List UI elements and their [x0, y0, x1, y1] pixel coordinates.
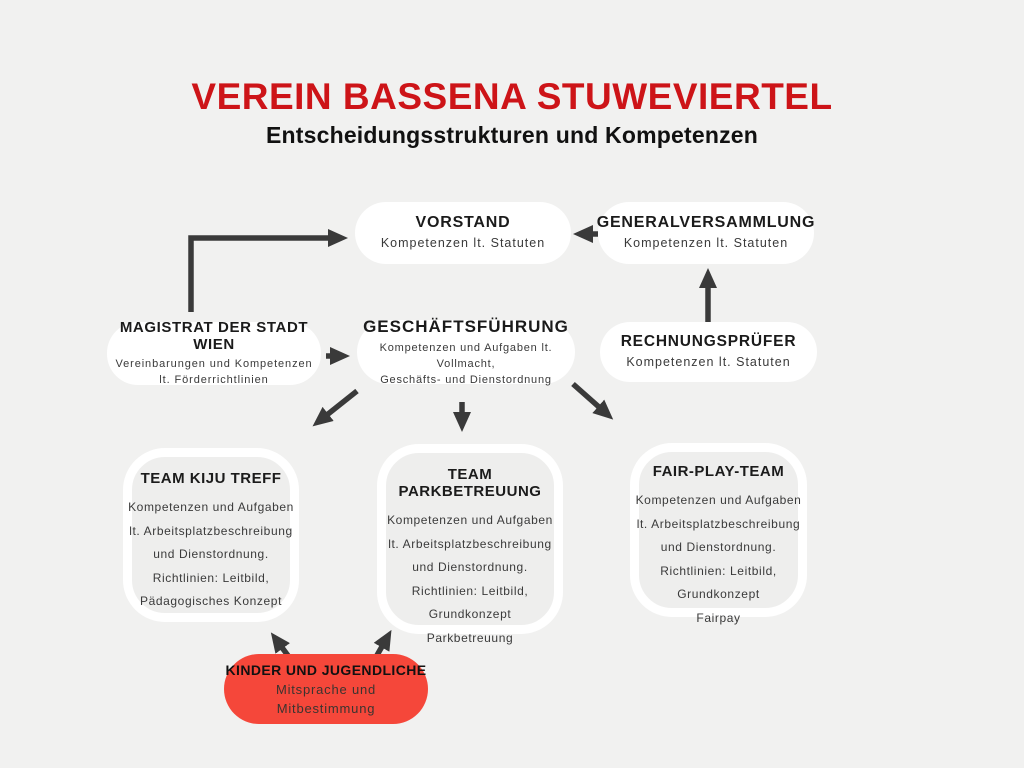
node-team-kiju-treff-line: Richtlinien: Leitbild,	[152, 570, 270, 585]
node-team-parkbetreuung-title: TEAM PARKBETREUUNG	[398, 466, 542, 500]
node-magistrat: MAGISTRAT DER STADT WIEN Vereinbarungen …	[107, 319, 321, 386]
node-fair-play-team-line: Fairpay	[696, 610, 741, 625]
node-rechnungspruefer-title: RECHNUNGSPRÜFER	[620, 333, 797, 350]
node-fair-play-team-title: FAIR-PLAY-TEAM	[652, 463, 785, 480]
node-team-parkbetreuung-line: lt. Arbeitsplatzbeschreibung	[388, 536, 552, 551]
node-team-parkbetreuung-line: und Dienstordnung.	[412, 560, 528, 574]
page-subtitle: Entscheidungsstrukturen und Kompetenzen	[265, 122, 759, 148]
node-geschaeftsfuehrung-line: Kompetenzen und Aufgaben lt. Vollmacht,	[379, 341, 553, 370]
node-team-parkbetreuung-line: Grundkonzept	[428, 607, 512, 621]
node-magistrat-title: MAGISTRAT DER STADT WIEN	[119, 319, 309, 353]
node-team-parkbetreuung-line: Kompetenzen und Aufgaben	[387, 513, 553, 527]
node-vorstand-line: Kompetenzen lt. Statuten	[380, 236, 546, 250]
node-fair-play-team-line: und Dienstordnung.	[660, 540, 777, 554]
node-team-kiju-treff-line: Pädagogisches Konzept	[139, 594, 283, 608]
node-fair-play-team-line: Grundkonzept	[677, 587, 760, 601]
node-fair-play-team-line: Richtlinien: Leitbild,	[660, 563, 777, 578]
node-vorstand: VORSTAND Kompetenzen lt. Statuten	[355, 202, 571, 264]
node-team-parkbetreuung-line: Parkbetreuung	[426, 630, 514, 645]
node-kinder-und-jugendliche-title: KINDER UND JUGENDLICHE	[225, 661, 427, 678]
node-rechnungspruefer-line: Kompetenzen lt. Statuten	[626, 355, 791, 369]
node-kinder-und-jugendliche-line: Mitsprache und	[275, 681, 377, 697]
node-geschaeftsfuehrung-title: GESCHÄFTSFÜHRUNG	[363, 316, 569, 336]
node-geschaeftsfuehrung-line: Geschäfts- und Dienstordnung	[380, 373, 552, 386]
node-magistrat-line: Vereinbarungen und Kompetenzen	[115, 358, 313, 370]
node-team-kiju-treff-line: Kompetenzen und Aufgaben	[128, 500, 294, 514]
node-generalversammlung-title: GENERALVERSAMMLUNG	[596, 214, 816, 231]
node-fair-play-team-line: Kompetenzen und Aufgaben	[635, 493, 802, 507]
node-kinder-und-jugendliche-line: Mitbestimmung	[276, 701, 376, 716]
node-generalversammlung: GENERALVERSAMMLUNG Kompetenzen lt. Statu…	[596, 202, 816, 264]
arrow-magistrat-to-vorstand	[188, 229, 348, 312]
node-geschaeftsfuehrung: GESCHÄFTSFÜHRUNG Kompetenzen und Aufgabe…	[357, 316, 575, 386]
page-title: VEREIN BASSENA STUWEVIERTEL	[191, 76, 833, 117]
node-team-parkbetreuung-line: Richtlinien: Leitbild,	[411, 583, 529, 598]
node-team-kiju-treff-title: TEAM KIJU TREFF	[140, 470, 282, 487]
node-team-kiju-treff: TEAM KIJU TREFF Kompetenzen und Aufgaben…	[123, 448, 299, 622]
node-generalversammlung-line: Kompetenzen lt. Statuten	[623, 236, 789, 250]
node-team-kiju-treff-line: und Dienstordnung.	[153, 547, 269, 561]
node-rechnungspruefer: RECHNUNGSPRÜFER Kompetenzen lt. Statuten	[600, 322, 817, 382]
arrow-geschaeftsfuehrung-to-fair-play-team	[571, 381, 614, 420]
node-magistrat-line: lt. Förderrichtlinien	[159, 374, 269, 386]
node-team-parkbetreuung: TEAM PARKBETREUUNG Kompetenzen und Aufga…	[377, 444, 563, 645]
node-kinder-und-jugendliche: KINDER UND JUGENDLICHE Mitsprache und Mi…	[224, 654, 428, 724]
arrow-geschaeftsfuehrung-to-team-kiju-treff	[312, 388, 359, 427]
node-fair-play-team: FAIR-PLAY-TEAM Kompetenzen und Aufgaben …	[630, 443, 807, 625]
node-team-kiju-treff-line: lt. Arbeitsplatzbeschreibung	[129, 523, 293, 538]
node-fair-play-team-line: lt. Arbeitsplatzbeschreibung	[636, 516, 801, 531]
node-vorstand-title: VORSTAND	[415, 214, 511, 231]
